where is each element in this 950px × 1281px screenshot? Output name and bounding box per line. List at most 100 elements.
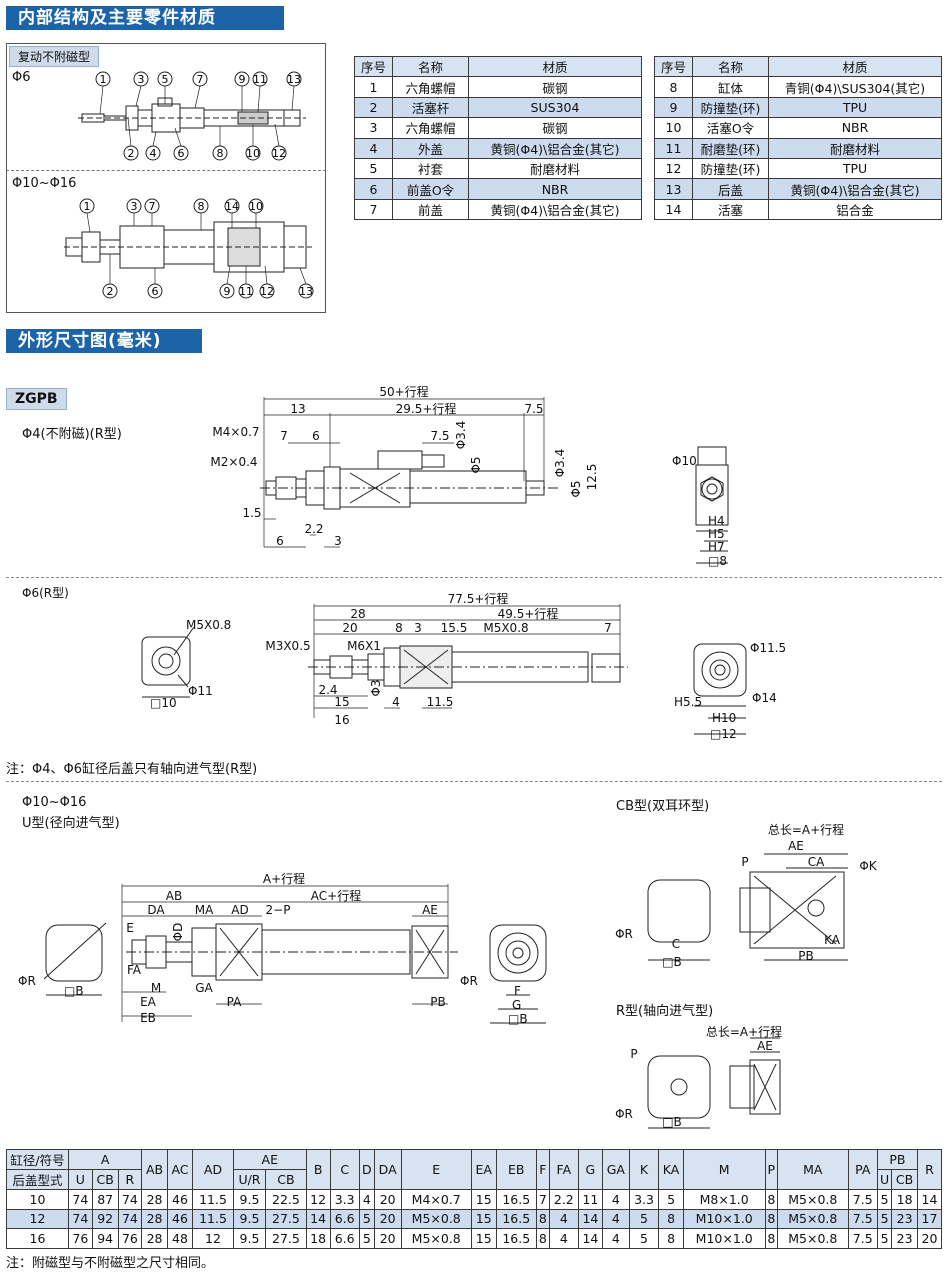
svg-text:8: 8 <box>217 147 224 160</box>
table-cell: 22.5 <box>265 1189 307 1210</box>
dim-label: H7 <box>708 540 725 554</box>
col-header: 材质 <box>468 55 642 78</box>
dim-label: PA <box>227 995 242 1009</box>
table-cell: 5 <box>628 1208 660 1229</box>
dim-label: ΦR <box>18 974 36 988</box>
dim-label: M5X0.8 <box>483 621 528 635</box>
col-header: 后盖型式 <box>6 1169 69 1190</box>
dim-label: 3 <box>334 534 342 548</box>
table-cell: M10×1.0 <box>682 1228 766 1249</box>
dim-label: Φ5 <box>469 456 483 473</box>
table-cell: 8 <box>764 1189 779 1210</box>
col-header: AE <box>232 1149 307 1170</box>
dim-label: H4 <box>708 514 725 528</box>
table-cell: M5×0.8 <box>777 1208 849 1229</box>
table-cell: 14 <box>578 1228 603 1249</box>
table-cell: 12 <box>6 1208 69 1229</box>
table-cell: 12 <box>305 1189 331 1210</box>
table-cell: 11 <box>578 1189 603 1210</box>
svg-text:4: 4 <box>150 147 157 160</box>
table-cell: 2.2 <box>548 1189 580 1210</box>
u-type-front-view: ΦR □B <box>18 922 107 998</box>
dim-label: Φ14 <box>752 691 777 705</box>
table-cell: 4 <box>601 1208 630 1229</box>
divider <box>6 577 942 578</box>
svg-text:12: 12 <box>260 285 274 298</box>
svg-text:3: 3 <box>138 73 145 86</box>
phi6-rear-view: Φ11.5 Φ14 H5.5 H10 □12 <box>674 641 786 741</box>
table-cell: 7.5 <box>847 1189 878 1210</box>
dimension-table: 缸径/符号 A AB AC AD AE B C D DA E EA EB F F… <box>6 1149 943 1249</box>
table-cell: 5 <box>876 1228 893 1249</box>
table-cell: 8 <box>536 1228 550 1249</box>
dim-label: A+行程 <box>263 871 305 886</box>
dim-label: 15 <box>334 695 349 709</box>
col-header: A <box>67 1149 143 1170</box>
table-cell: 48 <box>166 1228 194 1249</box>
table-cell: 28 <box>141 1208 168 1229</box>
u-type-bore-label: Φ10~Φ16 <box>22 795 87 810</box>
dim-label: EA <box>140 995 157 1009</box>
dim-label: H5.5 <box>674 695 702 709</box>
table-cell: 7.5 <box>847 1208 878 1229</box>
phi6-side-drawing: 77.5+行程 28 49.5+行程 20 8 3 15.5 M5X0.8 7 … <box>265 591 628 727</box>
dim-label: 11.5 <box>427 695 454 709</box>
table-cell: 16.5 <box>495 1208 538 1229</box>
table-cell: 7 <box>536 1189 550 1210</box>
svg-text:5: 5 <box>162 73 169 86</box>
table-cell: 5 <box>358 1228 375 1249</box>
table-cell: 12 <box>192 1228 234 1249</box>
dim-label: 6 <box>312 429 320 443</box>
svg-text:1: 1 <box>100 73 107 86</box>
dim-label: P <box>741 855 748 869</box>
callouts-bottom: 2 4 6 8 10 12 <box>123 145 287 161</box>
svg-text:7: 7 <box>149 200 156 213</box>
dim-label: F <box>514 984 521 998</box>
svg-text:6: 6 <box>152 285 159 298</box>
phi4-end-view: Φ10 H4 H5 H7 □8 <box>672 446 729 568</box>
dim-label: M5X0.8 <box>186 618 231 632</box>
structure-diagram-phi6: 1 3 5 7 9 11 13 2 4 6 8 10 12 <box>78 71 306 161</box>
r-type-label: R型(轴向进气型) <box>616 1004 714 1019</box>
dim-label: 16 <box>334 713 349 727</box>
table-cell: 23 <box>891 1228 918 1249</box>
table-cell: 15 <box>470 1189 497 1210</box>
dim-label: Φ5 <box>569 480 583 497</box>
phi6-label: Φ6(R型) <box>22 586 69 600</box>
dim-label: MA <box>195 903 214 917</box>
dim-label: AE <box>757 1039 773 1053</box>
table-cell: 5 <box>658 1189 684 1210</box>
u-type-rear-view: ΦR F G □B <box>460 924 547 1026</box>
dim-label: 2.4 <box>318 683 337 697</box>
dim-label: FA <box>127 963 142 977</box>
dim-label: □B <box>64 984 84 998</box>
table-cell: 5 <box>876 1189 893 1210</box>
table-cell: 20 <box>373 1228 402 1249</box>
table-cell: 46 <box>166 1189 194 1210</box>
dim-label: AC+行程 <box>311 888 361 903</box>
u-type-label: U型(径向进气型) <box>22 816 120 831</box>
table-cell: 14 <box>305 1208 331 1229</box>
table-cell: 14 <box>916 1189 943 1210</box>
dim-label: EB <box>140 1011 156 1025</box>
table-cell: 10 <box>6 1189 69 1210</box>
dim-label: 3 <box>414 621 422 635</box>
dim-label: AE <box>422 903 438 917</box>
col-header: 名称 <box>692 55 769 78</box>
table-cell: 28 <box>141 1189 168 1210</box>
model-tag-zgpb: ZGPB <box>6 388 67 410</box>
u-type-side-drawing: A+行程 AB AC+行程 DA MA AD 2−P AE E FA M EA … <box>121 871 458 1025</box>
table-cell: 20 <box>373 1208 402 1229</box>
table-cell: 74 <box>117 1208 143 1229</box>
table-cell: 4 <box>601 1189 630 1210</box>
table-cell: M8×1.0 <box>682 1189 766 1210</box>
structure-tag: 复动不附磁型 <box>9 46 100 67</box>
r-type-drawing: 总长=A+行程 AE P ΦR □B <box>615 1024 782 1129</box>
svg-text:10: 10 <box>246 147 260 160</box>
table-cell: 74 <box>68 1189 93 1210</box>
